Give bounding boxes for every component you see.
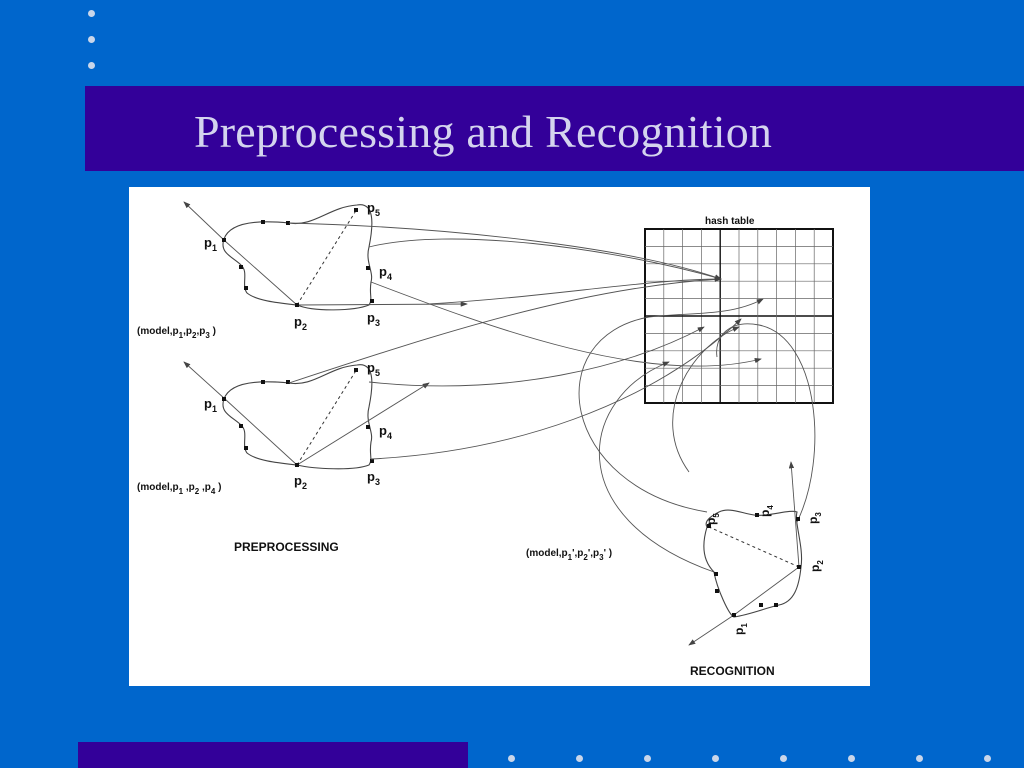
slide-title: Preprocessing and Recognition xyxy=(194,106,773,157)
mapping-arrow xyxy=(428,276,722,305)
feature-point xyxy=(222,238,226,242)
bullet-dot xyxy=(848,755,855,762)
mapping-arrow xyxy=(368,238,722,280)
mapping-arrow xyxy=(578,298,764,513)
feature-point xyxy=(707,524,711,528)
axis-line xyxy=(183,361,226,400)
feature-point xyxy=(715,589,719,593)
preprocessing-label: PREPROCESSING xyxy=(234,540,339,554)
feature-point xyxy=(755,513,759,517)
axis-line xyxy=(224,398,298,466)
mapping-arrow xyxy=(599,361,715,573)
feature-point xyxy=(366,266,370,270)
label-p4-prime: p4 xyxy=(758,505,775,517)
label-p5: p5 xyxy=(367,360,380,378)
model-tuple-recognition: (model,p1',p2',p3' ) xyxy=(526,548,612,562)
mapping-arrow xyxy=(288,276,722,384)
label-p1-prime: p1 xyxy=(732,623,749,635)
object-contour xyxy=(222,364,373,470)
preprocessing-shape-middle: p1 p2 p3 p4 p5 (model,p1 ,p2 ,p4 ) xyxy=(137,360,430,496)
label-p1: p1 xyxy=(204,235,217,253)
label-p1: p1 xyxy=(204,396,217,414)
recognition-shape: p1 p2 p3 p4 p5 (model,p1',p2',p3' ) xyxy=(526,461,825,646)
object-contour xyxy=(222,204,373,311)
mapping-arrow xyxy=(370,281,762,367)
feature-point xyxy=(797,565,801,569)
title-band xyxy=(85,86,1024,171)
axis-line xyxy=(224,240,298,306)
label-p5: p5 xyxy=(367,200,380,218)
feature-point xyxy=(261,220,265,224)
feature-point xyxy=(239,265,243,269)
mapping-arrow xyxy=(672,326,740,473)
hash-table: hash table xyxy=(644,216,834,404)
bullet-dot xyxy=(984,755,991,762)
feature-point xyxy=(244,446,248,450)
axis-line xyxy=(788,461,800,568)
feature-point xyxy=(261,380,265,384)
feature-point xyxy=(774,603,778,607)
feature-point xyxy=(370,459,374,463)
label-p2-prime: p2 xyxy=(808,560,825,572)
label-p3: p3 xyxy=(367,310,380,328)
feature-point xyxy=(732,613,736,617)
diagram-figure: p1 p2 p3 p4 p5 (model,p1,p2,p3 ) p1 p2 p… xyxy=(129,187,870,686)
axis-line xyxy=(688,614,735,646)
bullet-dot xyxy=(88,10,95,17)
hash-table-grid xyxy=(644,228,834,404)
label-p4: p4 xyxy=(379,423,392,441)
mapping-arrow xyxy=(368,326,705,387)
axis-line xyxy=(296,382,430,466)
axis-line xyxy=(733,566,800,616)
model-tuple-top: (model,p1,p2,p3 ) xyxy=(137,326,216,340)
bullet-dot xyxy=(576,755,583,762)
dashed-segment xyxy=(708,526,800,568)
feature-point xyxy=(354,208,358,212)
feature-point xyxy=(370,299,374,303)
bullet-dot xyxy=(712,755,719,762)
label-p2: p2 xyxy=(294,473,307,491)
feature-point xyxy=(239,424,243,428)
model-tuple-middle: (model,p1 ,p2 ,p4 ) xyxy=(137,482,221,496)
feature-point xyxy=(244,286,248,290)
label-p2: p2 xyxy=(294,314,307,332)
label-p3: p3 xyxy=(367,469,380,487)
dashed-segment xyxy=(296,368,358,466)
feature-point xyxy=(286,221,290,225)
bullet-dot xyxy=(916,755,923,762)
dashed-segment xyxy=(296,208,358,306)
feature-point xyxy=(354,368,358,372)
axis-line xyxy=(296,301,468,307)
mapping-arrow xyxy=(716,323,816,523)
mapping-arrows xyxy=(288,222,816,573)
bullet-dot xyxy=(88,36,95,43)
mapping-arrow xyxy=(288,222,722,280)
label-p3-prime: p3 xyxy=(806,512,823,524)
feature-point xyxy=(295,463,299,467)
footer-band xyxy=(78,742,468,768)
feature-point xyxy=(759,603,763,607)
mapping-arrow xyxy=(370,318,742,460)
preprocessing-shape-top: p1 p2 p3 p4 p5 (model,p1,p2,p3 ) xyxy=(137,200,468,340)
bullet-dot xyxy=(780,755,787,762)
diagram-svg: p1 p2 p3 p4 p5 (model,p1,p2,p3 ) p1 p2 p… xyxy=(137,200,834,678)
axis-line xyxy=(183,201,226,242)
recognition-label: RECOGNITION xyxy=(690,664,775,678)
feature-point xyxy=(286,380,290,384)
bullet-dot xyxy=(88,62,95,69)
feature-point xyxy=(796,517,800,521)
label-p4: p4 xyxy=(379,264,392,282)
bullet-dot xyxy=(644,755,651,762)
feature-point xyxy=(295,303,299,307)
label-p5-prime: p5 xyxy=(704,513,721,525)
bullet-dot xyxy=(508,755,515,762)
feature-point xyxy=(714,572,718,576)
feature-point xyxy=(366,425,370,429)
feature-point xyxy=(222,397,226,401)
hash-table-label: hash table xyxy=(705,216,755,227)
